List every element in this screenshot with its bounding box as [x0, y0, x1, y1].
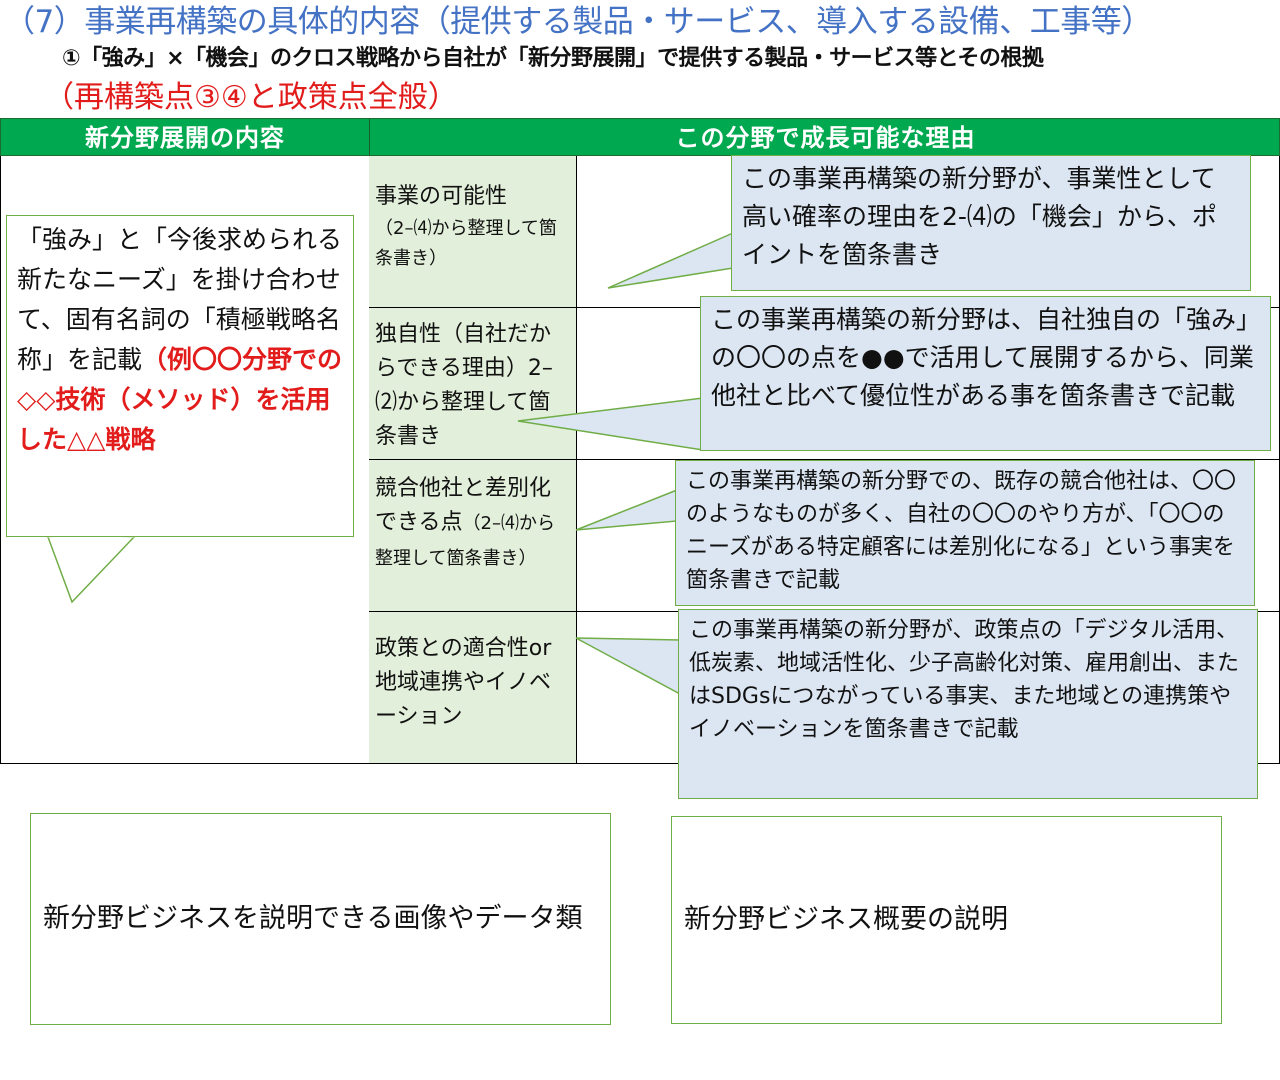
page-title: （7）事業再構築の具体的内容（提供する製品・サービス、導入する設備、工事等） [4, 4, 1152, 40]
column-header-reason: この分野で成長可能な理由 [675, 124, 976, 152]
strategy-name-callout: 「強み」と「今後求められる新たなニーズ」を掛け合わせて、固有名詞の「積極戦略名称… [6, 215, 354, 537]
callout-text: この事業再構築の新分野が、政策点の「デジタル活用、低炭素、地域活性化、少子高齢化… [689, 618, 1240, 742]
row-label-main: 競合他社と差別化できる点 [375, 476, 552, 535]
callout-text: この事業再構築の新分野は、自社独自の「強み」の〇〇の点を●●で活用して展開するか… [711, 305, 1254, 410]
row-label-main: 政策との適合性or地域連携やイノベーション [375, 636, 552, 729]
callout-policy-fit: この事業再構築の新分野が、政策点の「デジタル活用、低炭素、地域活性化、少子高齢化… [678, 609, 1258, 799]
strategy-example-text: （例〇〇分野での◇◇技術（メソッド）を活用した△△戦略 [17, 345, 343, 454]
image-data-placeholder-box[interactable]: 新分野ビジネスを説明できる画像やデータ類 [30, 813, 611, 1025]
row-label: 競合他社と差別化できる点（2–⑷から整理して箇条書き） [369, 460, 577, 611]
row-label-sub: （2–⑷から整理して箇条書き） [375, 218, 557, 269]
row-label-main: 事業の可能性 [375, 184, 508, 209]
page-subtitle: ①「強み」×「機会」のクロス戦略から自社が「新分野展開」で提供する製品・サービス… [62, 46, 1044, 71]
row-label: 独自性（自社だからできる理由）2–⑵から整理して箇条書き [369, 308, 577, 459]
row-label-main: 独自性（自社だからできる理由）2–⑵から整理して箇条書き [375, 322, 553, 449]
row-label-sub: （2–⑷から整理して箇条書き） [375, 513, 556, 569]
box-text: 新分野ビジネス概要の説明 [684, 904, 1008, 935]
scoring-note: （再構築点③④と政策点全般） [44, 80, 458, 115]
callout-feasibility: この事業再構築の新分野が、事業性として高い確率の理由を2-⑷の「機会」から、ポイ… [731, 155, 1251, 291]
business-overview-box[interactable]: 新分野ビジネス概要の説明 [671, 816, 1222, 1024]
column-header-content: 新分野展開の内容 [1, 119, 370, 157]
strategy-instruction-text: 「強み」と「今後求められる新たなニーズ」を掛け合わせて、固有名詞の「積極戦略名称… [17, 225, 343, 374]
callout-text: この事業再構築の新分野が、事業性として高い確率の理由を2-⑷の「機会」から、ポイ… [742, 164, 1217, 269]
row-label: 政策との適合性or地域連携やイノベーション [369, 612, 577, 763]
table-header: 新分野展開の内容 この分野で成長可能な理由 [0, 118, 1280, 157]
row-label: 事業の可能性 （2–⑷から整理して箇条書き） [369, 156, 577, 307]
callout-differentiation: この事業再構築の新分野での、既存の競合他社は、〇〇のようなものが多く、自社の〇〇… [675, 460, 1255, 606]
callout-text: この事業再構築の新分野での、既存の競合他社は、〇〇のようなものが多く、自社の〇〇… [686, 469, 1237, 593]
box-text: 新分野ビジネスを説明できる画像やデータ類 [43, 903, 583, 934]
callout-uniqueness: この事業再構築の新分野は、自社独自の「強み」の〇〇の点を●●で活用して展開するか… [700, 296, 1271, 451]
